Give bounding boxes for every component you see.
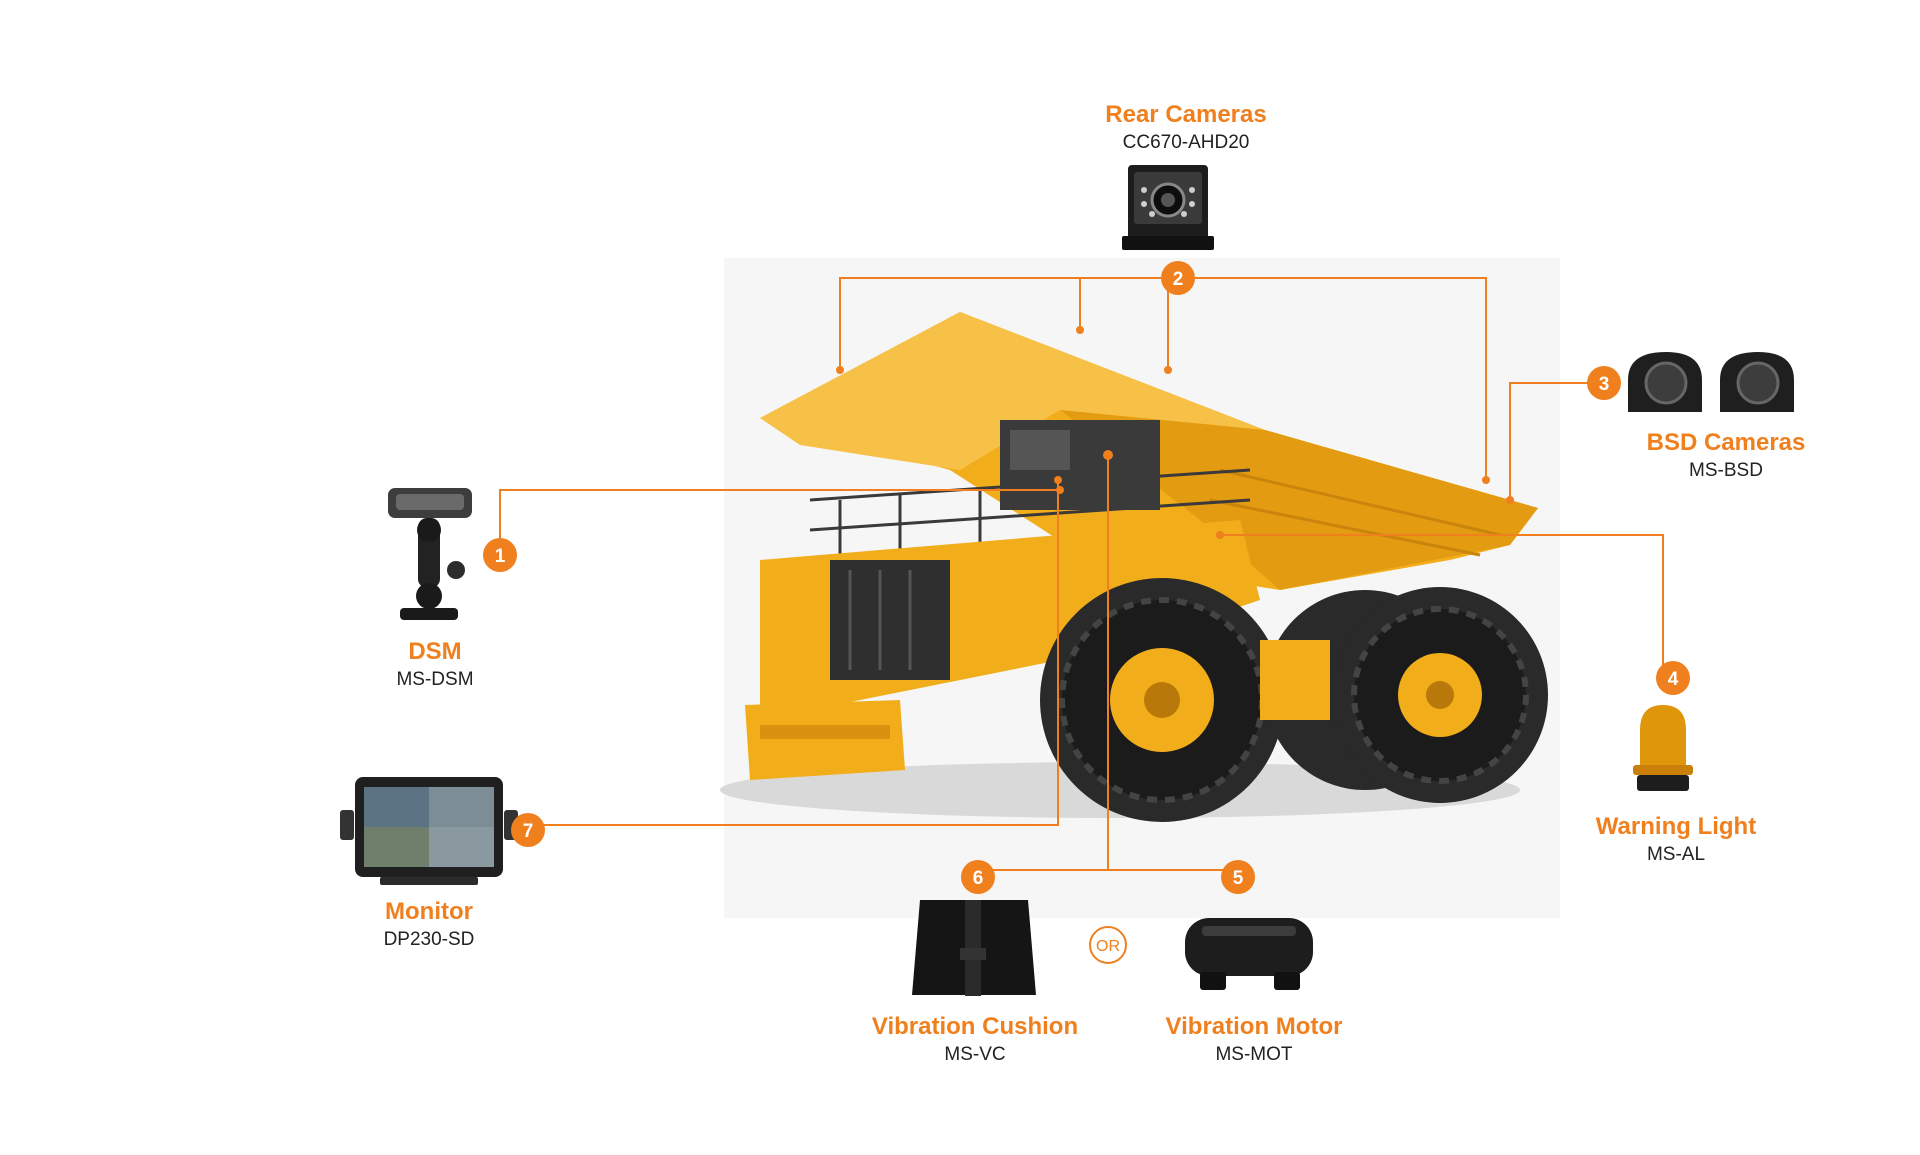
connector-7 [523,480,1059,826]
svg-text:3: 3 [1599,374,1610,395]
monitor-title: Monitor [385,898,473,925]
connector-3 [1509,382,1591,500]
svg-text:4: 4 [1668,669,1679,690]
badge-3: 3 [1587,366,1621,400]
vibration-cushion-title: Vibration Cushion [871,1013,1079,1040]
bsd-cameras-title: BSD Cameras [1646,429,1806,456]
label-warning-light: Warning Light MS-AL [1596,812,1756,868]
number-badges: 1 2 3 4 5 6 7 [483,261,1690,894]
vibration-motor-model: MS-MOT [1215,1044,1293,1065]
dsm-model: MS-DSM [396,669,474,690]
connector-4 [1220,534,1664,673]
svg-text:6: 6 [973,868,984,889]
monitor-model: DP230-SD [383,929,475,950]
label-monitor: Monitor DP230-SD [384,897,475,953]
mining-dump-truck-icon [720,312,1548,822]
bsd-cameras-model: MS-BSD [1689,460,1763,481]
warning-light-icon [1633,705,1693,791]
vibration-motor-icon [1185,918,1313,990]
warning-light-title: Warning Light [1595,813,1757,840]
rear-cameras-model: CC670-AHD20 [1122,132,1250,153]
label-dsm: DSM MS-DSM [396,637,473,693]
connector-1 [499,489,1060,543]
badge-4: 4 [1656,661,1690,695]
rear-camera-icon [1122,165,1214,250]
label-vibration-motor: Vibration Motor MS-MOT [1166,1012,1343,1068]
mount-points [836,326,1514,539]
vibration-cushion-icon [912,900,1036,996]
badge-7: 7 [511,813,545,847]
label-vibration-cushion: Vibration Cushion MS-VC [872,1012,1078,1068]
badge-6: 6 [961,860,995,894]
vibration-motor-title: Vibration Motor [1165,1013,1343,1040]
label-rear-cameras: Rear Cameras CC670-AHD20 [1105,100,1266,156]
dsm-camera-icon [388,488,472,620]
badge-2: 2 [1161,261,1195,295]
vibration-cushion-model: MS-VC [944,1044,1006,1065]
monitor-icon [340,777,518,885]
dsm-title: DSM [408,638,462,665]
label-bsd-cameras: BSD Cameras MS-BSD [1647,428,1806,484]
badge-1: 1 [483,538,517,572]
connector-2-right [1168,277,1487,480]
svg-text:5: 5 [1233,868,1244,889]
rear-cameras-title: Rear Cameras [1105,101,1267,128]
badge-5: 5 [1221,860,1255,894]
bsd-camera-icon [1628,352,1794,412]
connector-2-left [839,277,1168,370]
warning-light-model: MS-AL [1646,844,1706,865]
or-label: OR [1096,938,1120,955]
svg-text:1: 1 [495,546,506,567]
connector-lines [499,277,1664,871]
or-badge: OR [1089,926,1127,964]
svg-text:2: 2 [1173,269,1184,290]
svg-text:7: 7 [523,821,534,842]
